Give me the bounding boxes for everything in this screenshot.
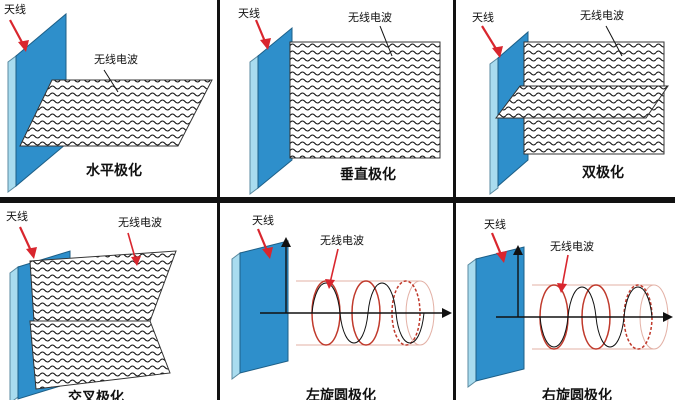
antenna-arrow-head <box>18 40 29 52</box>
panel-left-circular-polarization: 天线 无线电波 左旋圆极化 <box>220 203 453 400</box>
antenna-side <box>231 252 241 380</box>
wave-label: 无线电波 <box>320 234 364 247</box>
wave-arrow <box>127 232 137 262</box>
wave-label: 无线电波 <box>348 11 392 24</box>
antenna-label: 天线 <box>472 11 494 24</box>
antenna-arrow-head <box>26 247 37 259</box>
antenna-arrow-head <box>262 247 273 259</box>
panel-right-circular-polarization: 天线 无线电波 右旋圆极化 <box>456 203 675 400</box>
wave-plane-diagonal-a <box>29 250 177 322</box>
antenna-label: 天线 <box>6 210 28 223</box>
cross-polarization-figure <box>9 226 177 400</box>
polarization-caption: 垂直极化 <box>340 167 396 183</box>
axis-arrow-head <box>442 308 452 318</box>
wave-arrow <box>103 69 119 93</box>
antenna-face <box>239 240 289 374</box>
antenna-arrow-head <box>492 46 503 58</box>
antenna-side <box>489 57 499 195</box>
wave-arrow <box>561 254 569 288</box>
antenna-label: 天线 <box>252 214 274 227</box>
panel-dual-polarization: 天线 无线电波 双极化 <box>456 0 675 197</box>
wave-label: 无线电波 <box>118 216 162 229</box>
antenna-side <box>467 258 477 388</box>
polarization-caption: 左旋圆极化 <box>306 388 376 400</box>
wave-arrow <box>605 25 623 57</box>
wave-arrow-head <box>325 279 335 289</box>
panel-vertical-polarization: 天线 无线电波 垂直极化 <box>220 0 453 197</box>
panel-horizontal-polarization: 天线 无线电波 水平极化 <box>0 0 217 197</box>
left-circular-polarization-figure <box>231 228 452 380</box>
wave-label: 无线电波 <box>580 9 624 22</box>
wave-arrow <box>379 25 393 57</box>
horizontal-polarization-figure <box>7 12 213 193</box>
wave-plane <box>19 79 213 147</box>
antenna-label: 天线 <box>484 218 506 231</box>
wave-arrow-head <box>131 256 141 266</box>
antenna-arrow-head <box>496 251 507 263</box>
wave-arrow-head <box>557 283 567 293</box>
antenna-label: 天线 <box>4 3 26 16</box>
antenna-face <box>257 26 293 190</box>
wave-arrow <box>329 248 339 284</box>
antenna-arrow-head <box>260 38 271 50</box>
dual-polarization-figure <box>481 25 669 195</box>
polarization-caption: 双极化 <box>582 165 624 181</box>
right-circular-polarization-figure <box>467 232 673 388</box>
wave-plane-diagonal-b <box>29 320 171 390</box>
polarization-caption: 交叉极化 <box>68 390 124 400</box>
vertical-polarization-figure <box>249 19 441 195</box>
wave-label: 无线电波 <box>94 53 138 66</box>
polarization-caption: 右旋圆极化 <box>542 388 612 400</box>
panel-cross-polarization: 天线 无线电波 交叉极化 <box>0 203 217 400</box>
axis-arrow-head <box>663 312 673 322</box>
vertical-axis-head <box>513 245 523 255</box>
wave-plane <box>289 41 441 159</box>
antenna-side <box>249 55 259 195</box>
antenna-face <box>475 246 525 382</box>
antenna-side <box>7 55 17 193</box>
vertical-axis-head <box>281 237 291 247</box>
polarization-caption: 水平极化 <box>86 163 142 179</box>
wave-plane-horizontal <box>495 85 669 119</box>
antenna-label: 天线 <box>238 7 260 20</box>
wave-label: 无线电波 <box>550 240 594 253</box>
antenna-side <box>9 266 19 400</box>
